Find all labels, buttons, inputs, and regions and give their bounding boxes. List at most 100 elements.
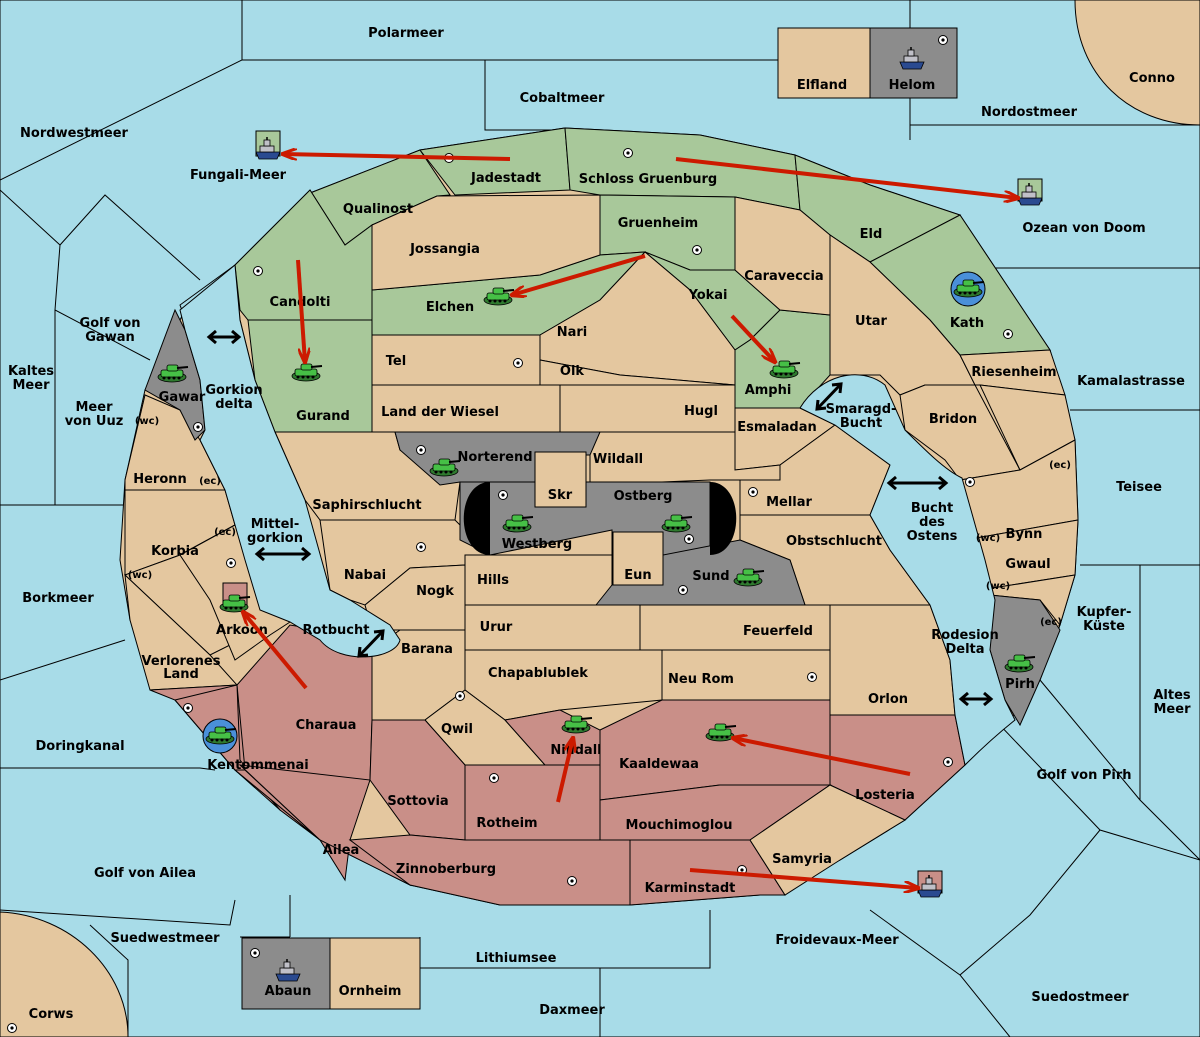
label-zinnoberburg: Zinnoberburg [396, 862, 496, 877]
region-ornheim[interactable] [329, 937, 421, 1010]
label-cobaltmeer: Cobaltmeer [520, 91, 605, 106]
label-ornheim: Ornheim [339, 984, 402, 999]
label-verlorenes-land-2: Land [163, 667, 199, 682]
supply-center-icon [807, 672, 817, 682]
order-arrow [556, 738, 573, 803]
label-ostberg: Ostberg [614, 489, 673, 504]
supply-center-icon [416, 445, 426, 455]
label-sund: Sund [692, 569, 729, 584]
label-gorkion-delta-2: delta [215, 397, 253, 412]
label-bridon: Bridon [929, 412, 977, 427]
order-arrows [243, 154, 1018, 888]
label-saphirschlucht: Saphirschlucht [312, 498, 421, 513]
order-arrow [296, 259, 305, 362]
order-arrow [512, 254, 646, 295]
label-kaltes-meer-1: Kaltes [8, 364, 54, 379]
label-nabai: Nabai [344, 568, 386, 583]
label-mittelgorkion-1: Mittel- [251, 517, 300, 532]
convoy-link-icon [206, 329, 242, 345]
label-gorkion-delta-1: Gorkion [205, 383, 262, 398]
label-ozean-von-doom: Ozean von Doom [1022, 221, 1145, 236]
label-meer-von-uuz-2: von Uuz [65, 414, 124, 429]
supply-center-icon [965, 477, 975, 487]
label-mittelgorkion-2: gorkion [247, 531, 303, 546]
label-karminstadt: Karminstadt [645, 881, 736, 896]
order-arrow [243, 612, 308, 690]
label-pirh: Pirh [1005, 677, 1035, 692]
label-gawar: Gawar [159, 390, 206, 405]
label-meer-von-uuz-1: Meer [76, 400, 114, 415]
coast-tag-gawar-wc: (wc) [135, 416, 159, 427]
region-samyria[interactable] [749, 784, 907, 896]
region-eun[interactable] [612, 531, 664, 586]
label-esmaladan: Esmaladan [737, 420, 817, 435]
supply-center-icon [193, 422, 203, 432]
label-mellar: Mellar [766, 495, 812, 510]
label-verlorenes-land-1: Verlorenes [141, 654, 220, 669]
supply-center-icon [684, 534, 694, 544]
label-bynn: Bynn [1006, 527, 1043, 542]
region-corws[interactable] [0, 911, 129, 1037]
label-korbia: Korbia [151, 544, 199, 559]
label-nilldall: Nilldall [550, 743, 601, 758]
label-kaltes-meer-2: Meer [13, 378, 51, 393]
label-ailea: Ailea [323, 843, 360, 858]
label-teisee: Teisee [1116, 480, 1162, 495]
tunnel-east [710, 482, 737, 555]
label-rodesion-delta-1: Rodesion [931, 628, 998, 643]
label-samyria: Samyria [772, 852, 832, 867]
label-losteria: Losteria [855, 788, 915, 803]
supply-center-icon [1003, 329, 1013, 339]
label-corws: Corws [29, 1007, 74, 1022]
coast-tag-korbia-ec: (ec) [214, 527, 236, 538]
label-orlon: Orlon [868, 692, 908, 707]
label-schloss-gruenburg: Schloss Gruenburg [579, 172, 717, 187]
label-wildall: Wildall [593, 452, 643, 467]
region-conno[interactable] [1074, 0, 1200, 126]
label-olk: Olk [560, 364, 585, 379]
region-skr[interactable] [534, 451, 587, 508]
coast-tags: (wc) (ec) (ec) (wc) (ec) (wc) (wc) (ec) [128, 416, 1071, 628]
label-suedwestmeer: Suedwestmeer [110, 931, 220, 946]
convoy-link-icon [815, 382, 843, 411]
label-yokai: Yokai [687, 288, 727, 303]
label-barana: Barana [401, 642, 453, 657]
label-utar: Utar [855, 314, 888, 329]
coast-tag-bynn-wc: (wc) [976, 533, 1000, 544]
order-arrow [730, 314, 775, 362]
label-altes-meer-1: Altes [1153, 688, 1191, 703]
label-rodesion-delta-2: Delta [945, 642, 984, 657]
label-kath: Kath [950, 316, 984, 331]
label-sottovia: Sottovia [387, 794, 448, 809]
label-gruenheim: Gruenheim [618, 216, 698, 231]
supply-center-icon [489, 773, 499, 783]
label-kentommenai: Kentommenai [207, 758, 308, 773]
label-nordwestmeer: Nordwestmeer [20, 126, 128, 141]
label-lithiumsee: Lithiumsee [476, 951, 557, 966]
region-jossangia[interactable] [371, 194, 601, 291]
supply-center-icon [943, 757, 953, 767]
label-nordostmeer: Nordostmeer [981, 105, 1078, 120]
label-qualinost: Qualinost [343, 202, 413, 217]
convoy-link-icon [254, 546, 312, 562]
coast-tag-teisee-ec: (ec) [1049, 460, 1071, 471]
label-kupfer-kueste-2: Küste [1083, 619, 1125, 634]
label-land-der-wiesel: Land der Wiesel [381, 405, 499, 420]
region-elfland[interactable] [777, 27, 871, 99]
label-rotbucht: Rotbucht [303, 623, 370, 638]
supply-center-icon [623, 148, 633, 158]
label-gwaul: Gwaul [1005, 557, 1050, 572]
label-chapablublek: Chapablublek [488, 666, 588, 681]
label-conno: Conno [1129, 71, 1175, 86]
region-losteria[interactable] [829, 714, 966, 821]
label-obstschlucht: Obstschlucht [786, 534, 882, 549]
label-golf-von-ailea: Golf von Ailea [94, 866, 196, 881]
label-helom: Helom [889, 78, 936, 93]
label-kaaldewaa: Kaaldewaa [619, 757, 699, 772]
label-elfland: Elfland [797, 78, 847, 93]
label-gurand: Gurand [296, 409, 350, 424]
order-arrow [733, 738, 911, 776]
label-polarmeer: Polarmeer [368, 26, 444, 41]
